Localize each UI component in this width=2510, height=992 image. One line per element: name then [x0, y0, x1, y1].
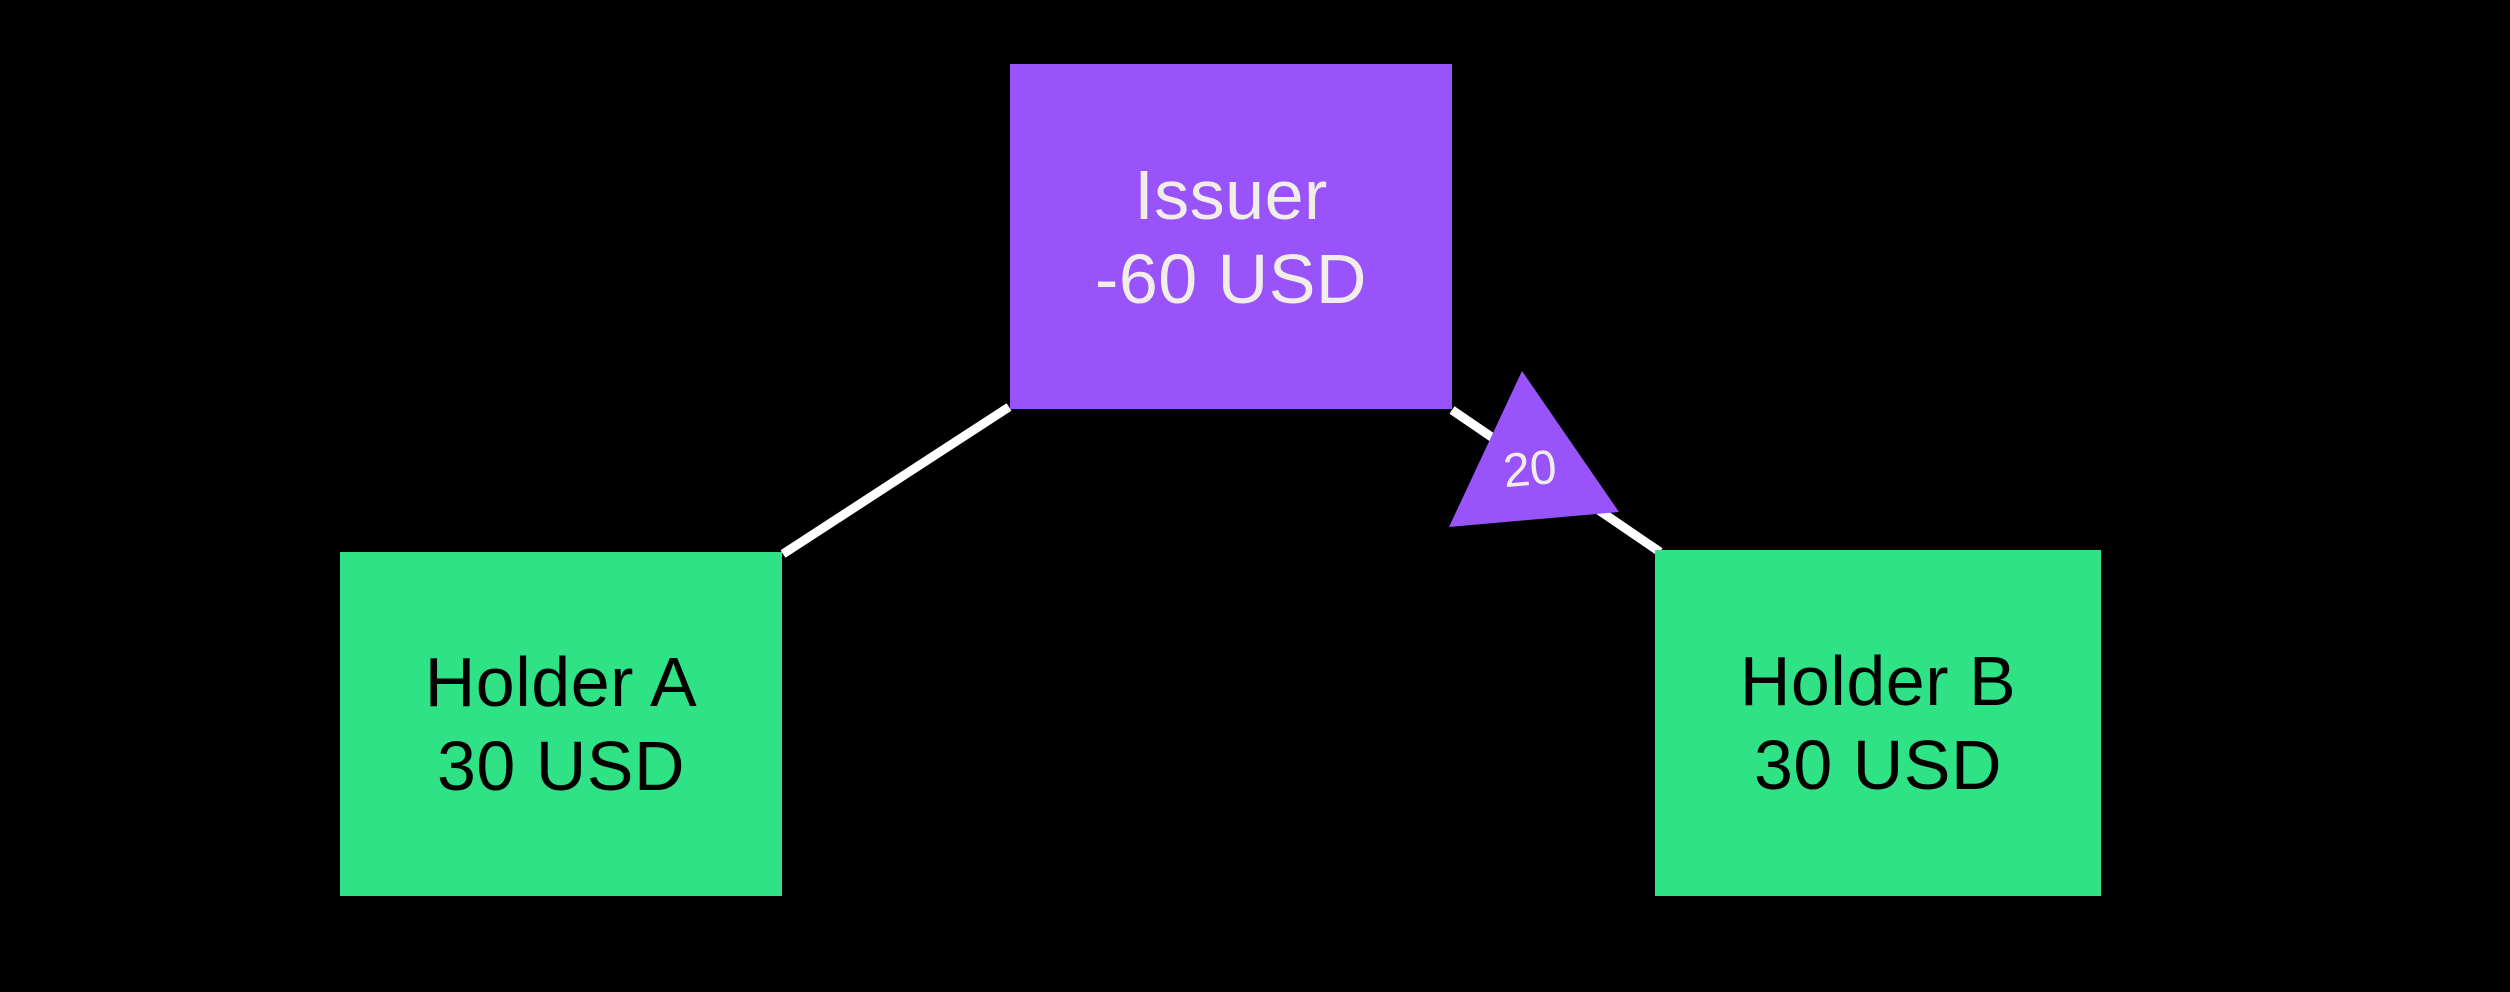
node-issuer-name: Issuer: [1134, 155, 1328, 234]
node-holder-a-name: Holder A: [424, 643, 698, 721]
edge-amount-label: 20: [1501, 440, 1559, 499]
node-issuer-amount: -60 USD: [1095, 239, 1367, 318]
node-holder-a-amount: 30 USD: [436, 727, 686, 805]
node-holder-b-name: Holder B: [1739, 642, 2017, 720]
node-holder-b-amount: 30 USD: [1753, 726, 2003, 804]
node-holder-a: Holder A 30 USD: [340, 552, 782, 896]
amount-arrow-triangle-icon: [1449, 371, 1619, 527]
node-holder-b: Holder B 30 USD: [1655, 550, 2101, 896]
edge-holder-a-to-issuer: [780, 403, 1012, 558]
node-issuer: Issuer -60 USD: [1010, 64, 1452, 409]
